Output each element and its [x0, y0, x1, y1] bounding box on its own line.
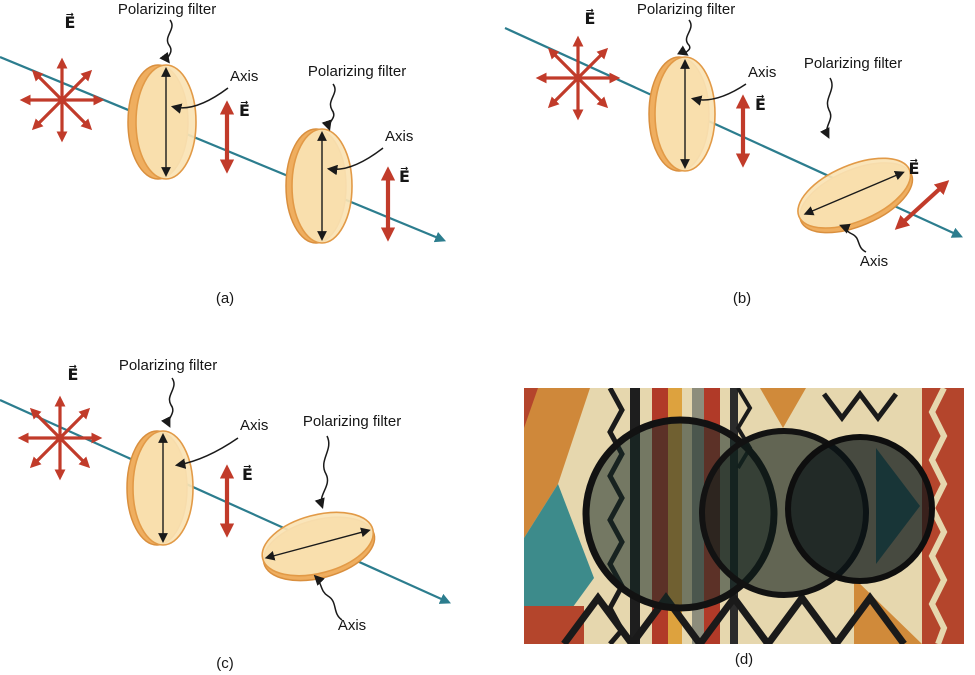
axis1-label: Axis	[748, 64, 776, 81]
panel-caption: (c)	[216, 655, 234, 672]
unpolarized-light-starburst	[19, 57, 105, 143]
axis-pointer	[170, 87, 229, 114]
polarizing-filter-2-crossed	[261, 511, 376, 582]
polarizing-filter-1	[126, 430, 194, 546]
panel-d: (d)	[520, 388, 968, 668]
panel-caption: (d)	[734, 651, 754, 668]
polarizer-photo	[524, 388, 964, 644]
light-ray	[0, 55, 447, 243]
filter1-label: Polarizing filter	[637, 1, 735, 18]
e-between-label: E⃗	[242, 464, 253, 484]
filter2-label: Polarizing filter	[804, 55, 902, 72]
axis1-label: Axis	[230, 68, 258, 85]
e-between-label: E⃗	[239, 100, 250, 120]
e-incident-label: E⃗	[65, 12, 76, 32]
panel-caption: (a)	[216, 290, 234, 307]
panel-c: E⃗ Polarizing filter Axis E⃗ Polarizing …	[0, 357, 452, 672]
filter1-label: Polarizing filter	[119, 357, 217, 374]
axis-pointer	[174, 437, 239, 469]
squiggle-pointer	[676, 19, 692, 56]
panel-b: E⃗ Polarizing filter Axis E⃗ Polarizing …	[504, 1, 964, 307]
filter1-label: Polarizing filter	[118, 1, 216, 18]
e-transmitted-arrow	[894, 180, 950, 230]
e-arrow	[547, 47, 609, 109]
photo-polarizing-filter-3	[785, 434, 935, 584]
axis-arrow	[803, 171, 905, 216]
axis-pointer	[690, 83, 747, 106]
axis-pointer	[839, 223, 867, 253]
squiggle-pointer	[820, 77, 833, 139]
axis-arrow	[264, 527, 371, 561]
textile-motif	[524, 388, 538, 428]
polarizing-filter-2	[285, 128, 353, 244]
panel-caption: (b)	[733, 290, 751, 307]
e-arrow	[29, 407, 91, 469]
panel-a: E⃗ Polarizing filter Axis E⃗ Polarizing …	[0, 1, 447, 307]
textile-motif	[524, 388, 590, 538]
textile-motif	[822, 389, 898, 423]
squiggle-pointer	[321, 83, 336, 131]
e-transmitted-label: E⃗	[399, 166, 410, 186]
axis2-label: Axis	[385, 128, 413, 145]
axis-pointer	[326, 147, 384, 176]
e-transmitted-label: E⃗	[909, 158, 920, 178]
e-incident-label: E⃗	[585, 8, 596, 28]
axis2-label: Axis	[860, 253, 888, 270]
textile-motif	[928, 388, 948, 644]
e-arrow	[31, 69, 93, 131]
textile-motif	[524, 484, 594, 644]
squiggle-pointer	[159, 19, 173, 64]
polarizing-filter-1	[648, 56, 716, 172]
axis2-label: Axis	[338, 617, 366, 634]
filter2-label: Polarizing filter	[308, 63, 406, 80]
e-incident-label: E⃗	[68, 364, 79, 384]
unpolarized-light-starburst	[17, 395, 103, 481]
e-between-label: E⃗	[755, 94, 766, 114]
textile-motif	[760, 388, 806, 428]
squiggle-pointer	[314, 435, 330, 509]
polarizing-filter-2-tilted	[797, 157, 914, 234]
squiggle-pointer	[161, 377, 175, 428]
unpolarized-light-starburst	[535, 35, 621, 121]
filter2-label: Polarizing filter	[303, 413, 401, 430]
axis1-label: Axis	[240, 417, 268, 434]
polarizing-filter-1	[127, 64, 197, 180]
axis-pointer	[313, 574, 343, 621]
textile-motif	[561, 592, 907, 644]
